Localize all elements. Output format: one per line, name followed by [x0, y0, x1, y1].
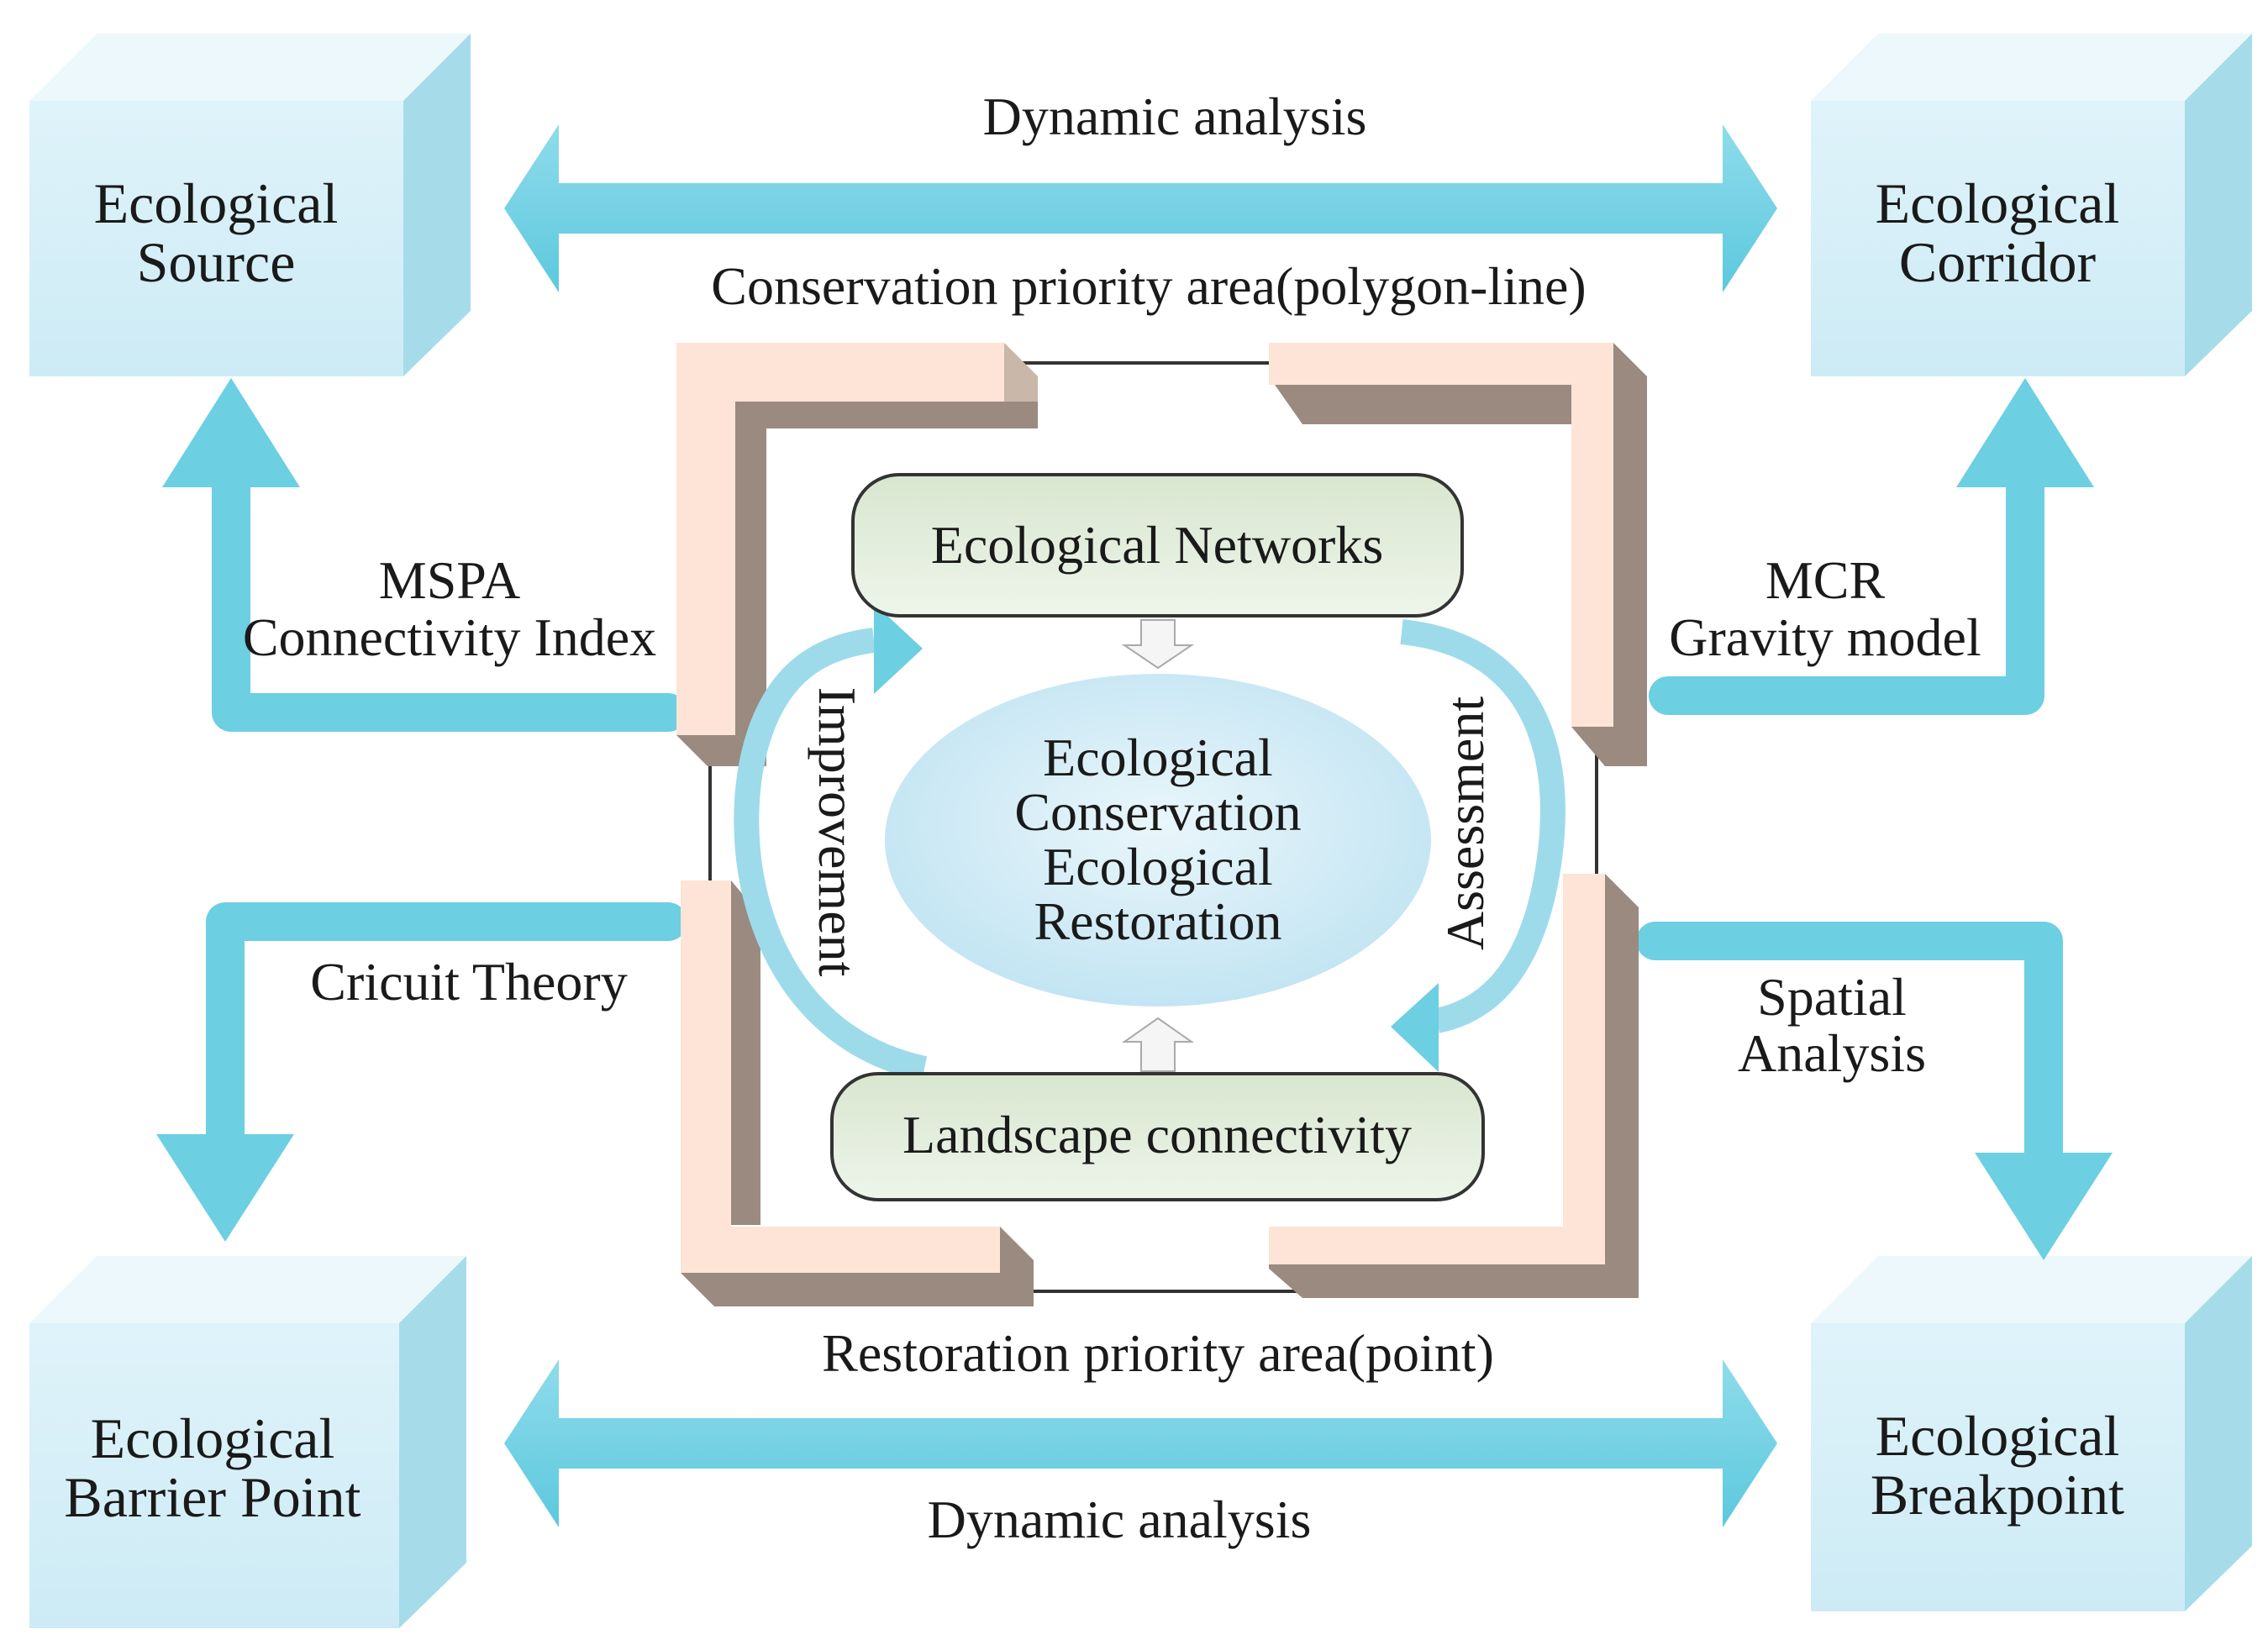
improvement-label: Improvement [808, 687, 867, 977]
improvement-arrowhead [874, 603, 923, 694]
box-ecological-corridor: Ecological Corridor [1811, 34, 2252, 376]
assessment-arrowhead [1391, 983, 1439, 1072]
box-corridor-line1: Ecological [1876, 171, 2120, 235]
ecological-networks-label: Ecological Networks [931, 515, 1384, 575]
box-breakpoint-line1: Ecological [1876, 1404, 2120, 1468]
arrow-mcr-head [1956, 378, 2094, 487]
gravity-model-label: Gravity model [1669, 607, 1981, 667]
ellipse-line1: Ecological [1043, 728, 1273, 787]
box-corridor-line2: Corridor [1899, 230, 2097, 294]
ellipse-line4: Restoration [1034, 891, 1281, 951]
ecological-networks-pill [851, 473, 1464, 618]
circuit-theory-label: Cricuit Theory [310, 952, 627, 1012]
mcr-label: MCR [1765, 550, 1886, 610]
landscape-connectivity-pill [830, 1072, 1485, 1201]
arrow-mcr-to-corridor [1649, 451, 2044, 715]
bracket-bottom-left [681, 880, 1034, 1306]
conservation-priority-label: Conservation priority area(polygon-line) [711, 256, 1586, 316]
arrow-mspa-to-source [212, 451, 687, 732]
box-ecological-breakpoint: Ecological Breakpoint [1811, 1256, 2252, 1611]
box-ecological-source: Ecological Source [29, 34, 471, 376]
top-double-arrow [504, 124, 1777, 292]
bracket-bottom-right [1269, 874, 1639, 1298]
top-dynamic-analysis-label: Dynamic analysis [983, 87, 1367, 146]
arrow-circuit-to-barrier [206, 902, 687, 1166]
ellipse-line3: Ecological [1043, 837, 1273, 896]
bottom-dynamic-analysis-label: Dynamic analysis [928, 1490, 1312, 1549]
ellipse-line2: Conservation [1014, 782, 1301, 842]
box-source-line2: Source [137, 230, 296, 294]
up-arrow-connectivity-to-ellipse [1121, 1017, 1195, 1072]
improvement-arc [734, 628, 928, 1081]
bottom-double-arrow [504, 1359, 1777, 1527]
landscape-connectivity-label: Landscape connectivity [902, 1105, 1412, 1164]
mspa-label: MSPA [379, 550, 520, 610]
arrow-mspa-head [162, 378, 300, 487]
box-source-line1: Ecological [94, 171, 339, 235]
box-ecological-barrier-point: Ecological Barrier Point [29, 1256, 466, 1628]
center-ellipse [885, 674, 1431, 1006]
down-arrow-networks-to-ellipse [1121, 619, 1195, 670]
assessment-arc [1400, 619, 1565, 1033]
spatial-label: Spatial [1757, 967, 1907, 1027]
arrow-circuit-head [156, 1134, 294, 1242]
bracket-top-right [1269, 343, 1647, 766]
arrow-spatial-to-breakpoint [1636, 922, 2063, 1180]
restoration-priority-label: Restoration priority area(point) [822, 1323, 1494, 1383]
box-barrier-line2: Barrier Point [64, 1465, 360, 1529]
center-frame-outline [708, 361, 1598, 1293]
arrow-spatial-head [1975, 1153, 2113, 1260]
assessment-label: Assessment [1435, 696, 1495, 950]
box-barrier-line1: Ecological [91, 1406, 335, 1470]
box-breakpoint-line2: Breakpoint [1871, 1463, 2124, 1527]
connectivity-index-label: Connectivity Index [243, 607, 656, 667]
analysis-label: Analysis [1738, 1023, 1926, 1083]
